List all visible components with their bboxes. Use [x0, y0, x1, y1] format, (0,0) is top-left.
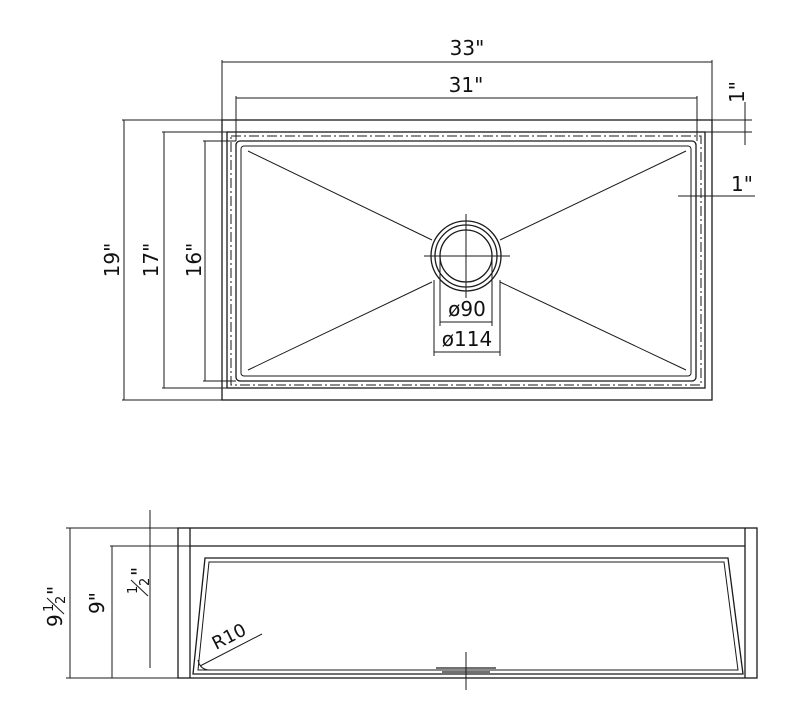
corner-radius — [197, 659, 211, 671]
top-view: 33" 31" 1" 1" 19" 17" 16" ø90 — [100, 36, 755, 401]
section-frame — [177, 527, 758, 679]
outer-rim — [221, 119, 713, 401]
inner-length-label: 17" — [139, 243, 163, 278]
rim-height-label: 1 2 " — [126, 567, 153, 597]
bowl-floor — [240, 145, 692, 377]
flange-label: 1" — [731, 172, 753, 196]
drain-inner-label: ø90 — [448, 297, 486, 321]
bowl-length-label: 16" — [182, 243, 206, 278]
overall-height-label: 9 1 2 " — [42, 586, 69, 627]
svg-text:": " — [43, 586, 67, 595]
center-outline — [230, 135, 702, 386]
radius-leader — [199, 633, 263, 667]
bowl-outline — [235, 140, 697, 382]
svg-text:1: 1 — [126, 586, 141, 594]
bowl-width-label: 31" — [449, 73, 484, 97]
svg-text:": " — [127, 567, 151, 576]
rim-depth-label: 1" — [725, 81, 749, 103]
slope-line — [247, 150, 433, 241]
bowl-section-inner — [197, 561, 739, 671]
section-view: R10 9 1 2 " 9" 1 2 " — [42, 510, 758, 690]
svg-text:2: 2 — [138, 578, 153, 586]
svg-text:9: 9 — [43, 614, 67, 627]
slope-line — [247, 281, 433, 371]
bowl-section-outer — [192, 557, 744, 675]
bowl-height-label: 9" — [85, 592, 109, 614]
overall-width-label: 33" — [450, 36, 485, 60]
corner-radius-label: R10 — [209, 620, 250, 655]
svg-text:1: 1 — [42, 604, 57, 612]
slope-line — [499, 281, 687, 371]
slope-line — [499, 150, 687, 241]
drain-outer-label: ø114 — [442, 327, 492, 351]
flange-outline — [226, 131, 706, 389]
svg-text:2: 2 — [54, 596, 69, 604]
overall-length-label: 19" — [100, 243, 124, 278]
